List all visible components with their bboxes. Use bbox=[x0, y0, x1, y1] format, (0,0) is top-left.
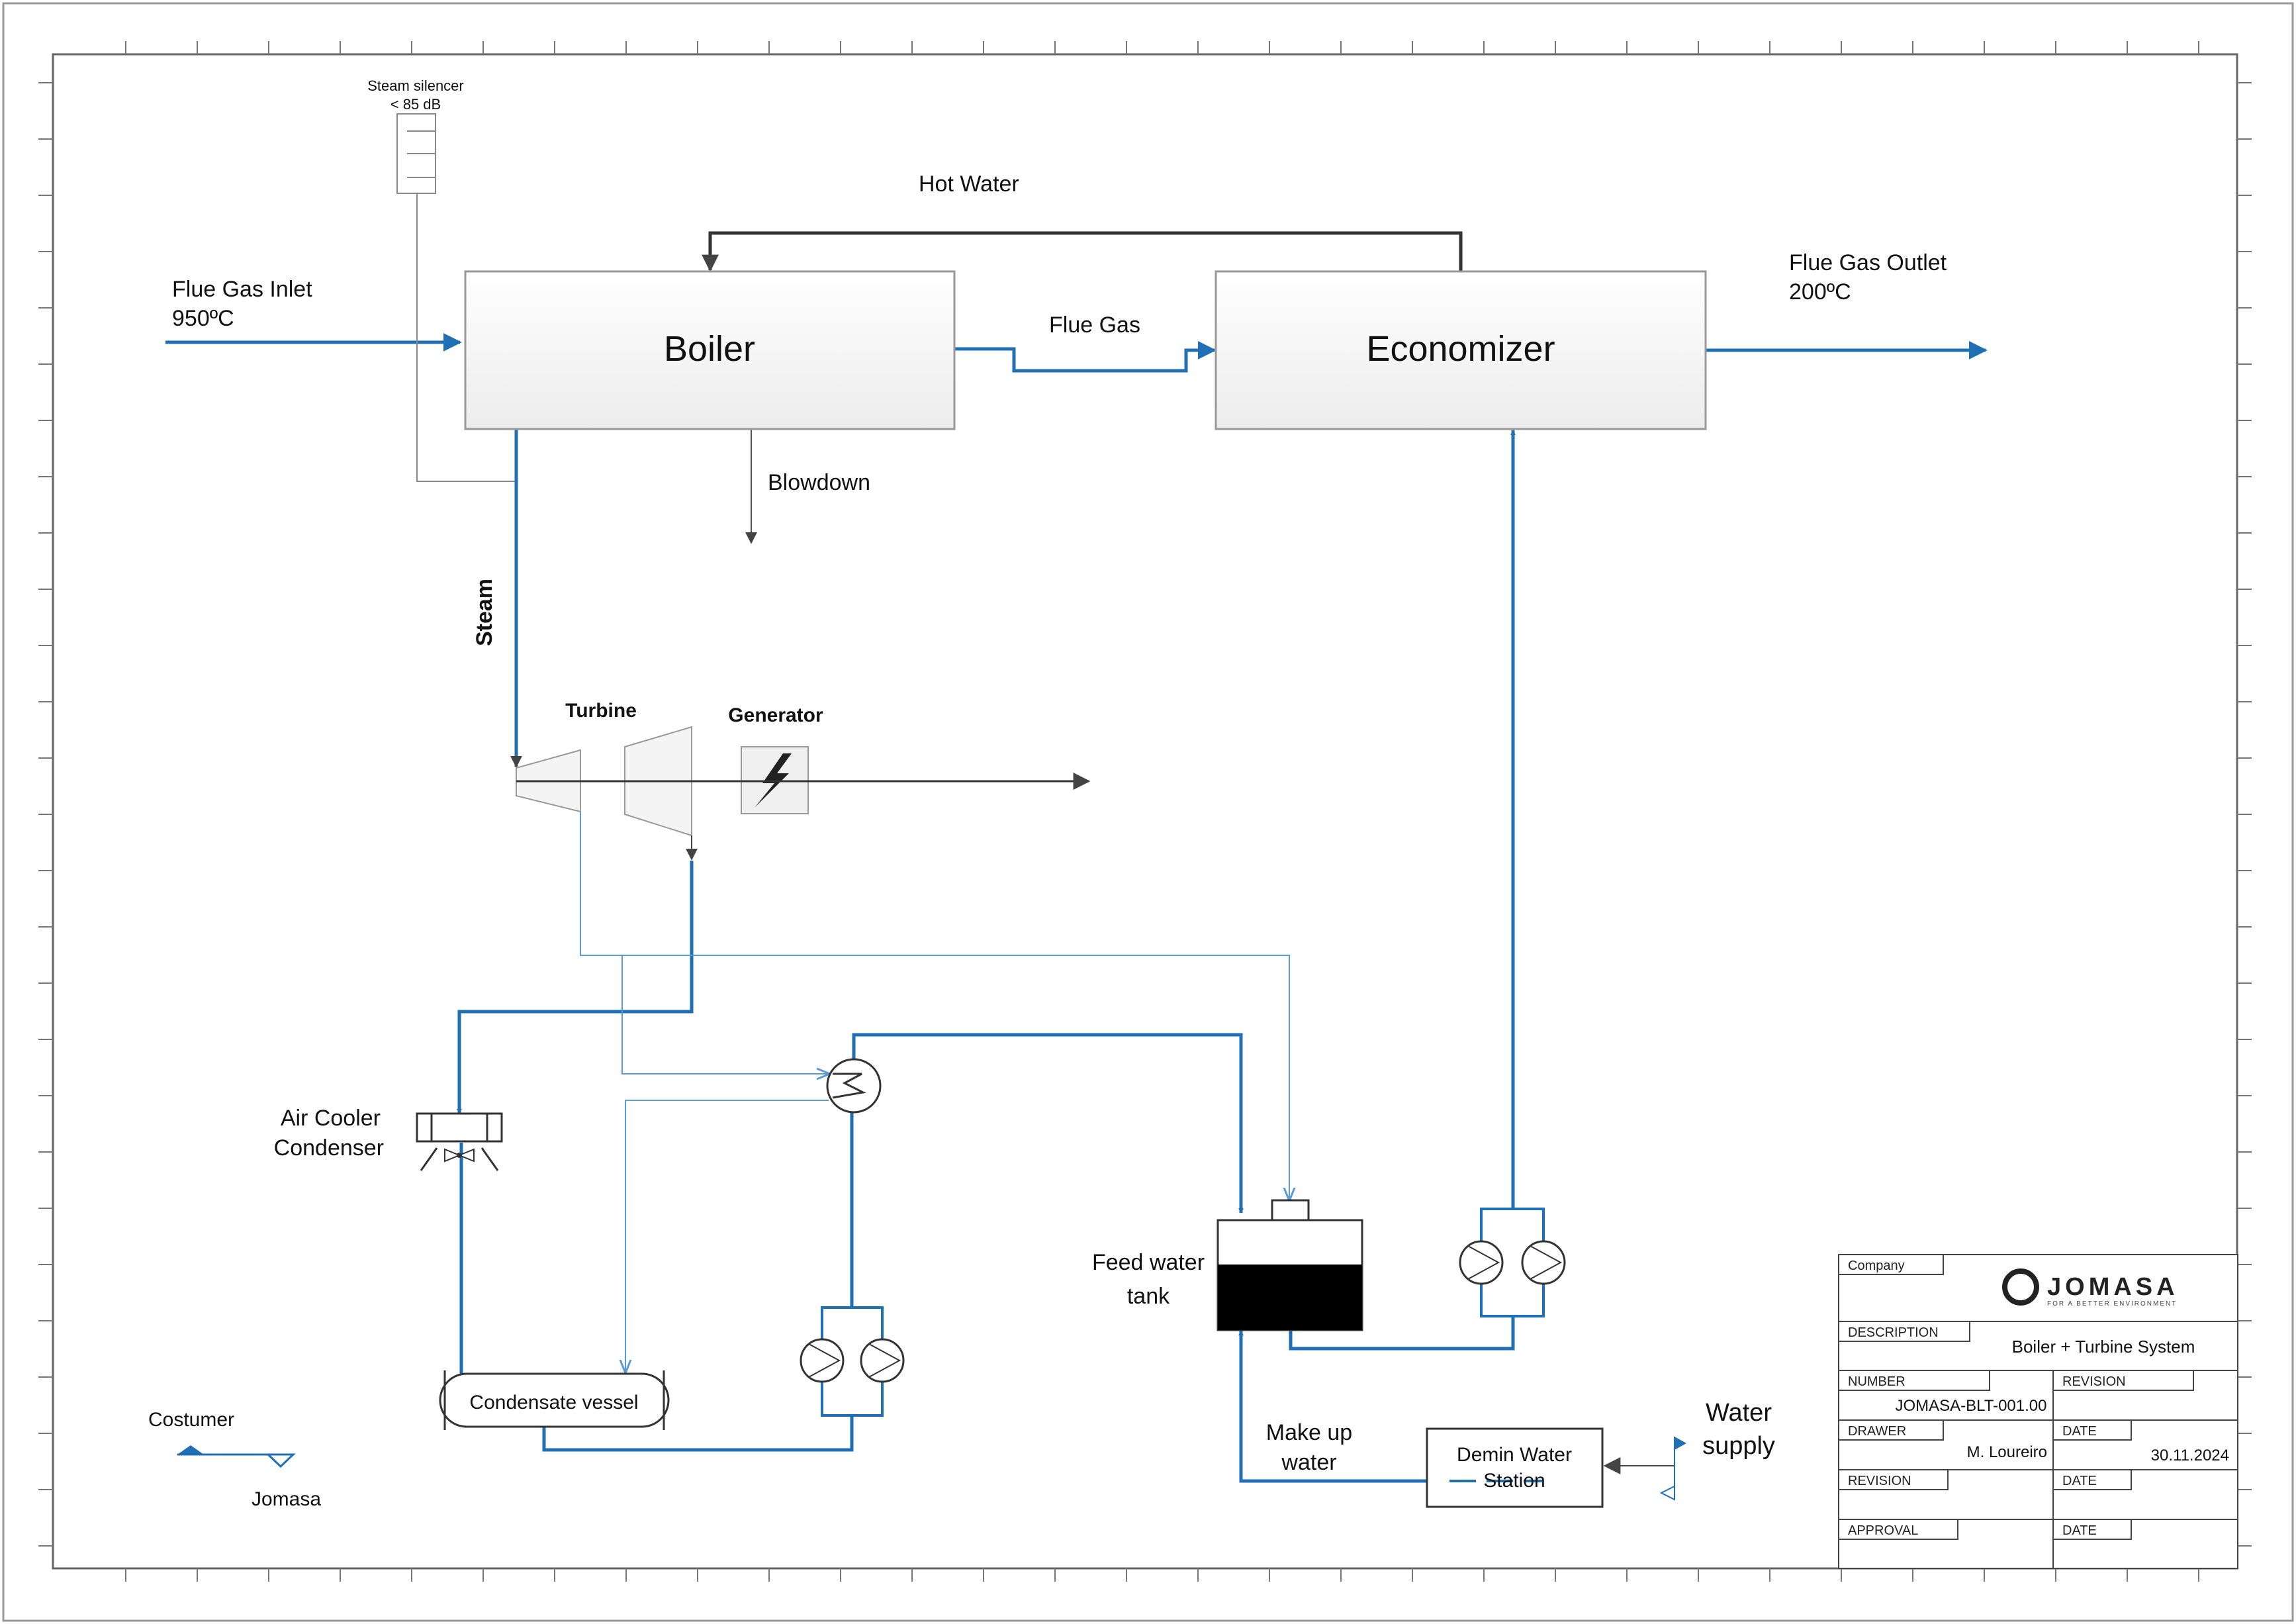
pump-icon bbox=[800, 1338, 845, 1383]
feed-pumps bbox=[1459, 1208, 1566, 1317]
process-lines bbox=[165, 193, 1988, 1483]
extraction-line-b bbox=[621, 955, 829, 1074]
air-cooler-label-2: Condenser bbox=[274, 1135, 384, 1161]
legend-costumer: Costumer bbox=[148, 1409, 234, 1431]
demin-label-2: Station bbox=[1483, 1470, 1545, 1492]
silencer-line bbox=[416, 193, 516, 482]
hx-to-tank-line bbox=[852, 1033, 1244, 1214]
steam-silencer-label: Steam silencer bbox=[367, 77, 464, 94]
logo-text: JOMASA bbox=[2047, 1273, 2179, 1301]
date-label-3: DATE bbox=[2062, 1523, 2097, 1538]
extraction-line-a bbox=[580, 781, 1289, 1200]
make-up-label-1: Make up bbox=[1266, 1420, 1352, 1445]
description-label: DESCRIPTION bbox=[1848, 1325, 1939, 1340]
air-cooler-label-1: Air Cooler bbox=[281, 1106, 381, 1131]
date-value: 30.11.2024 bbox=[2151, 1447, 2229, 1464]
legend-jomasa: Jomasa bbox=[252, 1488, 321, 1510]
economizer-box bbox=[1215, 270, 1707, 430]
logo-tagline: FOR A BETTER ENVIRONMENT bbox=[2047, 1300, 2177, 1308]
date-label-2: DATE bbox=[2062, 1474, 2097, 1488]
outlet-temperature: 200ºC bbox=[1789, 279, 1851, 305]
condensate-vessel bbox=[439, 1370, 670, 1430]
drawer-value: M. Loureiro bbox=[1967, 1443, 2047, 1461]
date-label: DATE bbox=[2062, 1424, 2097, 1439]
demin-water-station bbox=[1426, 1427, 1604, 1508]
hot-water-line bbox=[702, 231, 1463, 272]
pump-icon bbox=[1521, 1240, 1566, 1285]
company-label: Company bbox=[1848, 1259, 1905, 1273]
fan-icon bbox=[444, 1148, 475, 1163]
blowdown-label: Blowdown bbox=[768, 470, 870, 495]
steam-silencer bbox=[396, 113, 436, 194]
jomasa-marker bbox=[265, 1453, 296, 1468]
water-supply-label-1: Water bbox=[1706, 1399, 1772, 1427]
hot-water-label: Hot Water bbox=[919, 171, 1019, 197]
flue-gas-label: Flue Gas bbox=[1049, 312, 1140, 338]
pump-icon bbox=[1459, 1240, 1504, 1285]
make-up-line bbox=[1238, 1330, 1475, 1483]
exhaust-line bbox=[457, 861, 694, 1114]
feed-water-label-1: Feed water bbox=[1092, 1250, 1205, 1275]
title-block: JOMASA FOR A BETTER ENVIRONMENT bbox=[1838, 1254, 2238, 1569]
flue-gas-line bbox=[954, 341, 1217, 373]
air-cooler-condenser bbox=[416, 1112, 503, 1171]
flue-gas-outlet-label: Flue Gas Outlet bbox=[1789, 250, 1947, 275]
approval-label: APPROVAL bbox=[1848, 1523, 1918, 1538]
boiler-label: Boiler bbox=[664, 329, 755, 369]
steam-silencer-spec: < 85 dB bbox=[390, 96, 441, 113]
revision-label-2: REVISION bbox=[1848, 1474, 1911, 1488]
water-supply-symbol bbox=[1659, 1437, 1686, 1501]
costumer-marker bbox=[177, 1445, 204, 1455]
steam-label: Steam bbox=[472, 579, 497, 646]
condensate-pumps bbox=[800, 1306, 905, 1417]
number-value: JOMASA-BLT-001.00 bbox=[1896, 1397, 2047, 1415]
demin-label-1: Demin Water bbox=[1457, 1444, 1572, 1466]
flue-gas-inlet-label: Flue Gas Inlet bbox=[172, 277, 312, 302]
drawer-label: DRAWER bbox=[1848, 1424, 1906, 1439]
extraction-line-c bbox=[625, 1100, 829, 1372]
generator-label: Generator bbox=[728, 704, 823, 726]
feed-water-label-2: tank bbox=[1127, 1284, 1170, 1309]
jomasa-logo: JOMASA FOR A BETTER ENVIRONMENT bbox=[2002, 1268, 2179, 1308]
pump-icon bbox=[860, 1338, 905, 1383]
legend bbox=[177, 1445, 296, 1468]
feed-water-tank bbox=[1217, 1199, 1363, 1331]
boiler-box bbox=[464, 270, 956, 430]
make-up-label-2: water bbox=[1281, 1450, 1336, 1475]
turbine-label: Turbine bbox=[565, 700, 637, 722]
condensate-vessel-label: Condensate vessel bbox=[469, 1392, 638, 1413]
economizer-label: Economizer bbox=[1366, 329, 1555, 369]
description-value: Boiler + Turbine System bbox=[2012, 1337, 2195, 1357]
condensate-pump-line bbox=[542, 1415, 854, 1452]
tank-to-pump-line bbox=[1289, 1316, 1515, 1351]
heat-exchanger bbox=[826, 1058, 882, 1114]
number-label: NUMBER bbox=[1848, 1374, 1906, 1389]
revision-label: REVISION bbox=[2062, 1374, 2126, 1389]
water-supply-label-2: supply bbox=[1702, 1432, 1775, 1460]
inlet-temperature: 950ºC bbox=[172, 306, 234, 331]
